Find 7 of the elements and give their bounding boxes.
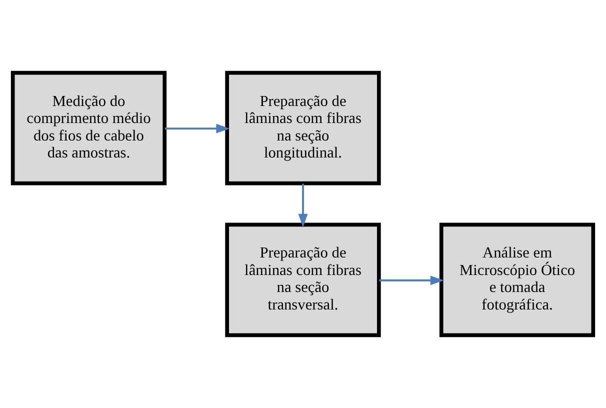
node-box: Medição do comprimento médio dos fios de cabelo das amostras.: [10, 70, 167, 186]
node-box: Preparação de lâminas com fibras na seção transversal.: [225, 222, 381, 338]
arrow: [298, 184, 308, 228]
arrow: [379, 276, 444, 286]
node-box: Preparação de lâminas com fibras na seção longitudinal.: [225, 70, 381, 186]
arrow: [164, 124, 230, 134]
node-box: Análise em Microscópio Ótico e tomada fotográfica.: [439, 222, 596, 338]
